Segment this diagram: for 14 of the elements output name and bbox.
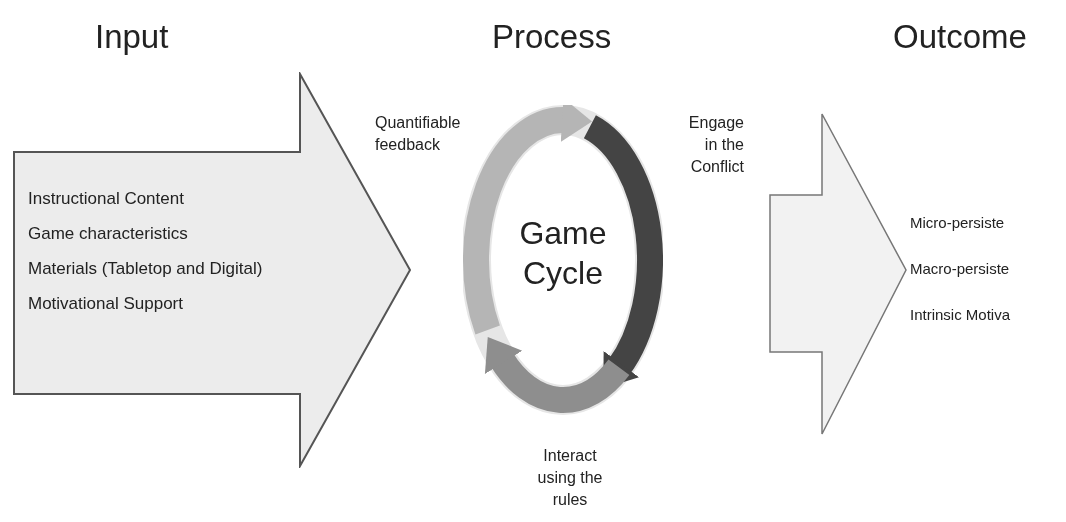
input-item: Instructional Content [28,188,184,210]
column-heading: Outcome [893,17,1027,57]
input-item: Motivational Support [28,293,183,315]
cycle-step-label: Interact using the rules [536,446,604,510]
outcome-item: Macro-persiste [910,259,1010,279]
column-heading: Process [492,17,612,57]
outcome-item: Intrinsic Motiva [910,305,1011,325]
input-item: Game characteristics [28,223,188,245]
cycle-step-label: Engage in the Conflict [687,113,744,177]
cycle-step-label: Quantifiable feedback [375,113,462,155]
input-item: Materials (Tabletop and Digital) [28,258,263,280]
column-heading: Input [95,17,169,57]
outcome-item: Micro-persiste [910,213,1005,233]
cycle-title: Game Cycle [518,214,608,293]
